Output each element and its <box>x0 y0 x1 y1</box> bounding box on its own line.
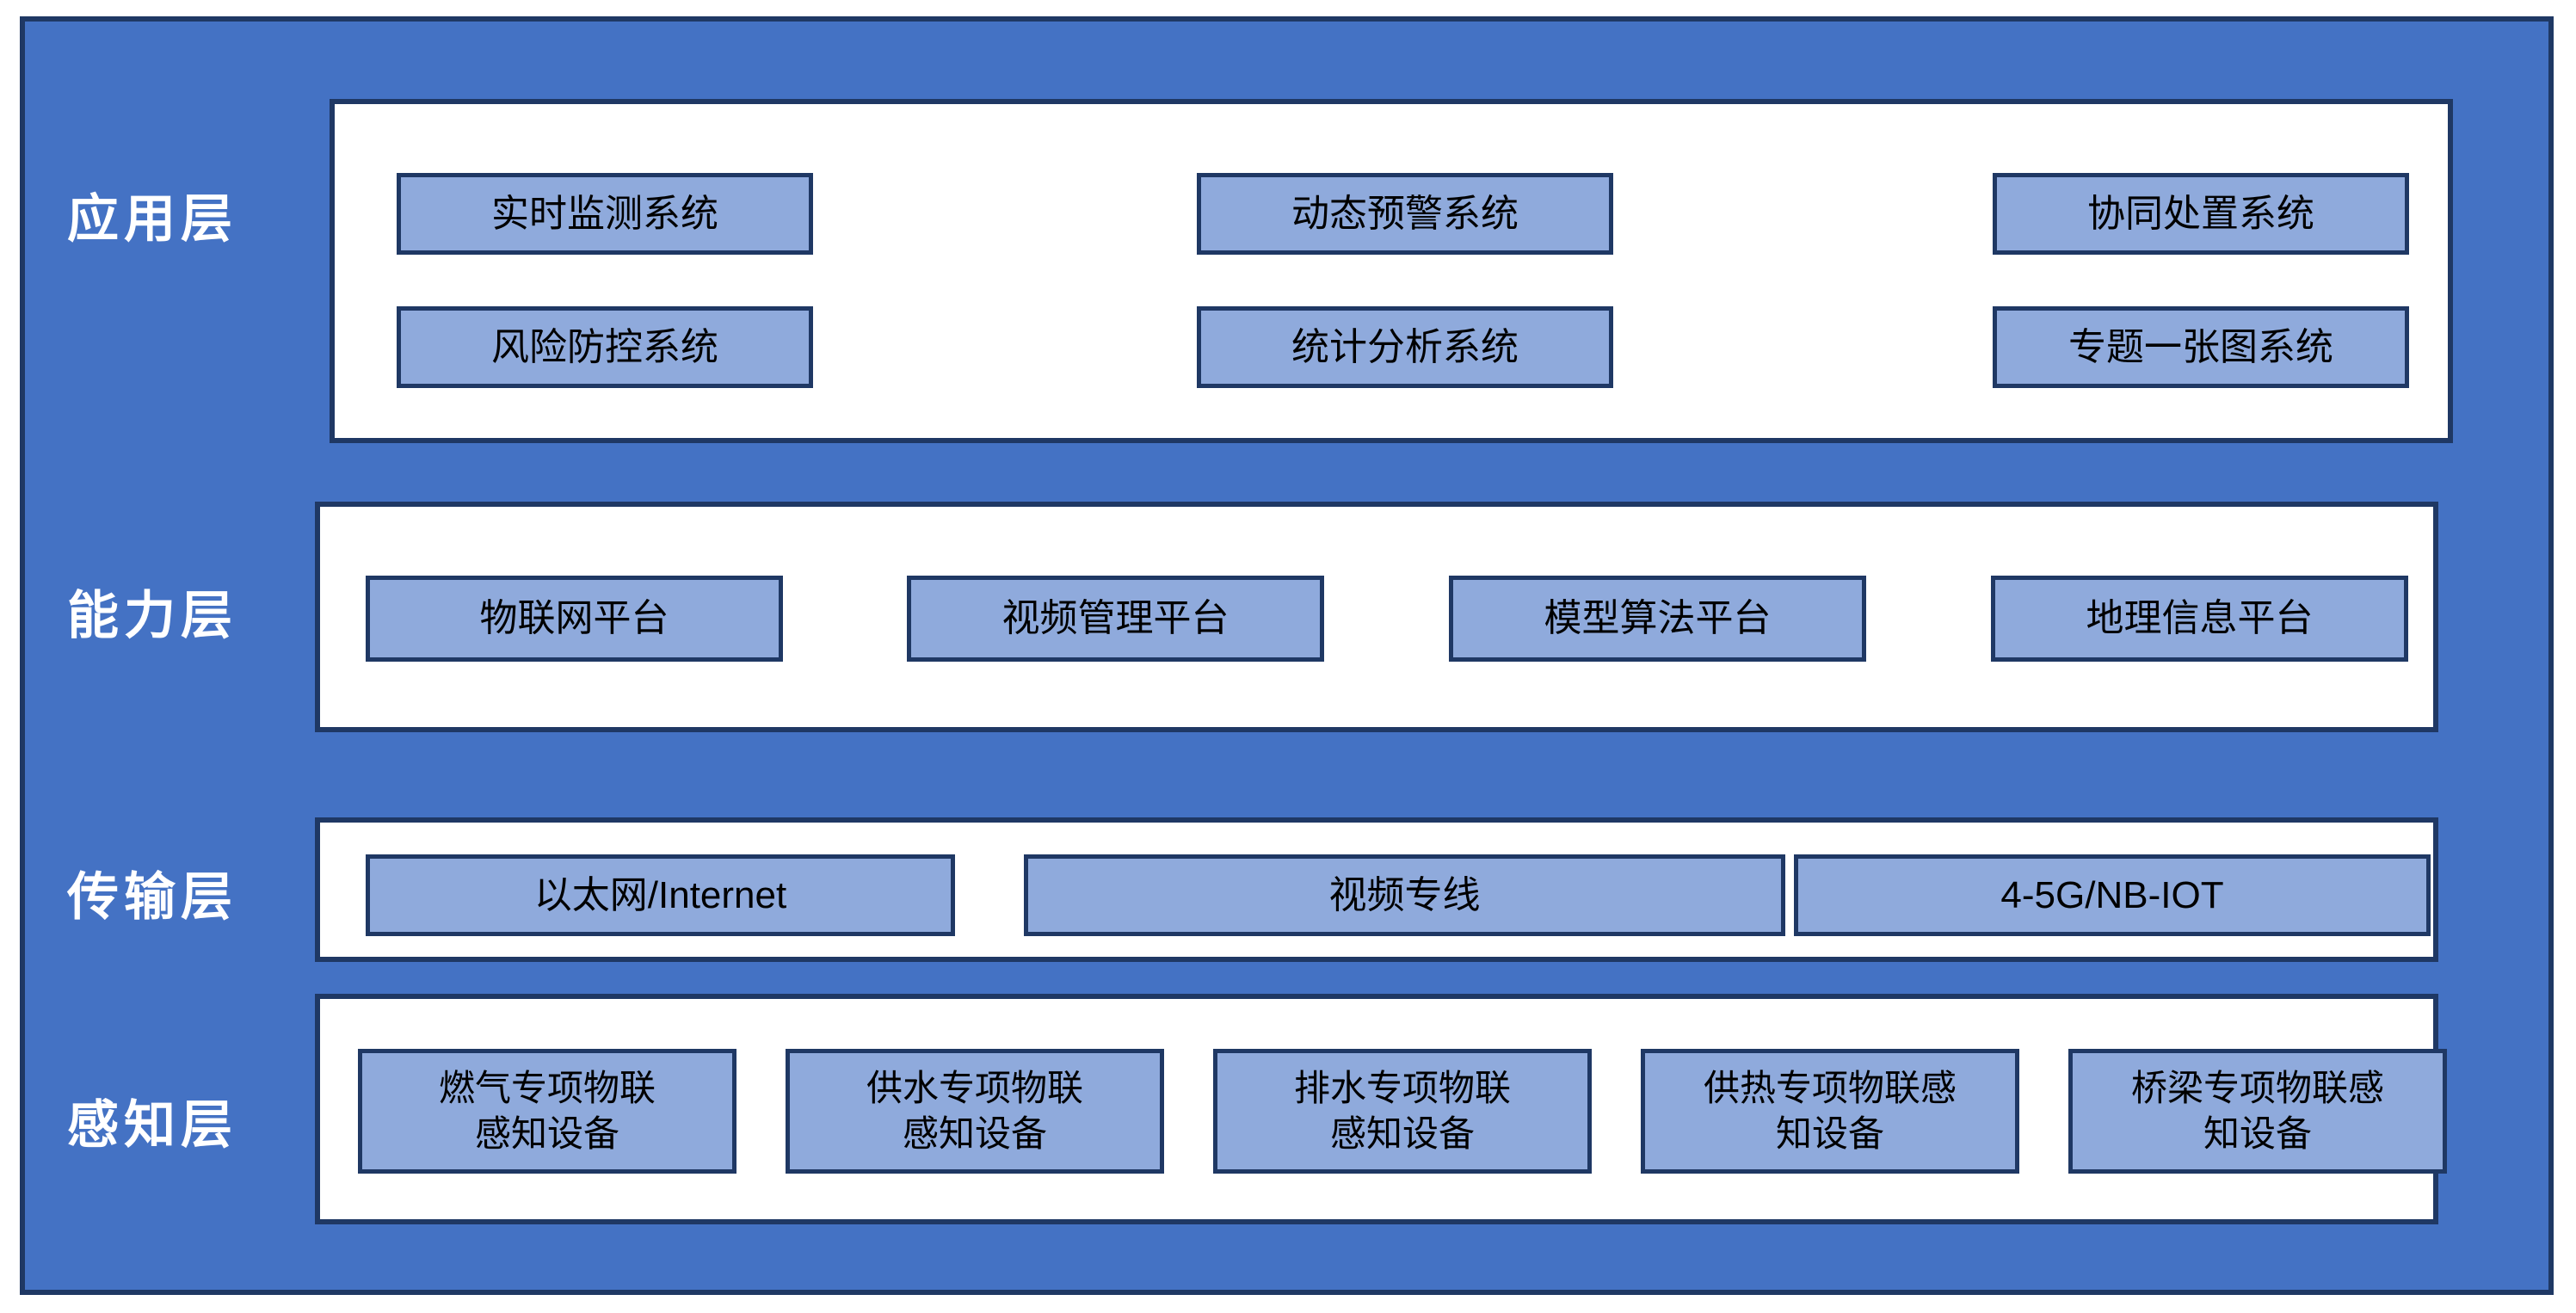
layer-label-application: 应用层 <box>67 190 237 248</box>
panel-perception-layer: 燃气专项物联 感知设备 供水专项物联 感知设备 排水专项物联 感知设备 供热专项… <box>315 994 2447 1224</box>
node-heating-iot-sensing-device[interactable]: 供热专项物联感 知设备 <box>1641 1049 2019 1174</box>
node-ethernet-internet[interactable]: 以太网/Internet <box>366 854 955 936</box>
panel-capability-layer: 物联网平台 视频管理平台 模型算法平台 地理信息平台 <box>315 502 2438 732</box>
node-dynamic-warning-system[interactable]: 动态预警系统 <box>1197 173 1613 255</box>
node-model-algorithm-platform[interactable]: 模型算法平台 <box>1449 576 1866 662</box>
node-bridge-iot-sensing-device[interactable]: 桥梁专项物联感 知设备 <box>2068 1049 2447 1174</box>
node-risk-prevention-system[interactable]: 风险防控系统 <box>397 306 813 388</box>
node-statistical-analysis-system[interactable]: 统计分析系统 <box>1197 306 1613 388</box>
node-video-dedicated-line[interactable]: 视频专线 <box>1024 854 1785 936</box>
layer-label-perception: 感知层 <box>67 1096 237 1154</box>
node-video-management-platform[interactable]: 视频管理平台 <box>907 576 1324 662</box>
layer-label-capability: 能力层 <box>67 587 237 644</box>
node-water-supply-iot-sensing-device[interactable]: 供水专项物联 感知设备 <box>786 1049 1164 1174</box>
node-realtime-monitoring-system[interactable]: 实时监测系统 <box>397 173 813 255</box>
node-drainage-iot-sensing-device[interactable]: 排水专项物联 感知设备 <box>1213 1049 1592 1174</box>
node-iot-platform[interactable]: 物联网平台 <box>366 576 783 662</box>
node-4-5g-nb-iot[interactable]: 4-5G/NB-IOT <box>1794 854 2431 936</box>
layer-label-transmission: 传输层 <box>67 868 237 926</box>
panel-transmission-layer: 以太网/Internet 视频专线 4-5G/NB-IOT <box>315 817 2438 962</box>
node-gas-iot-sensing-device[interactable]: 燃气专项物联 感知设备 <box>358 1049 736 1174</box>
node-collaborative-disposal-system[interactable]: 协同处置系统 <box>1993 173 2409 255</box>
panel-application-layer: 实时监测系统 动态预警系统 协同处置系统 风险防控系统 统计分析系统 专题一张图… <box>330 99 2453 443</box>
node-geographic-information-platform[interactable]: 地理信息平台 <box>1991 576 2408 662</box>
node-thematic-one-map-system[interactable]: 专题一张图系统 <box>1993 306 2409 388</box>
